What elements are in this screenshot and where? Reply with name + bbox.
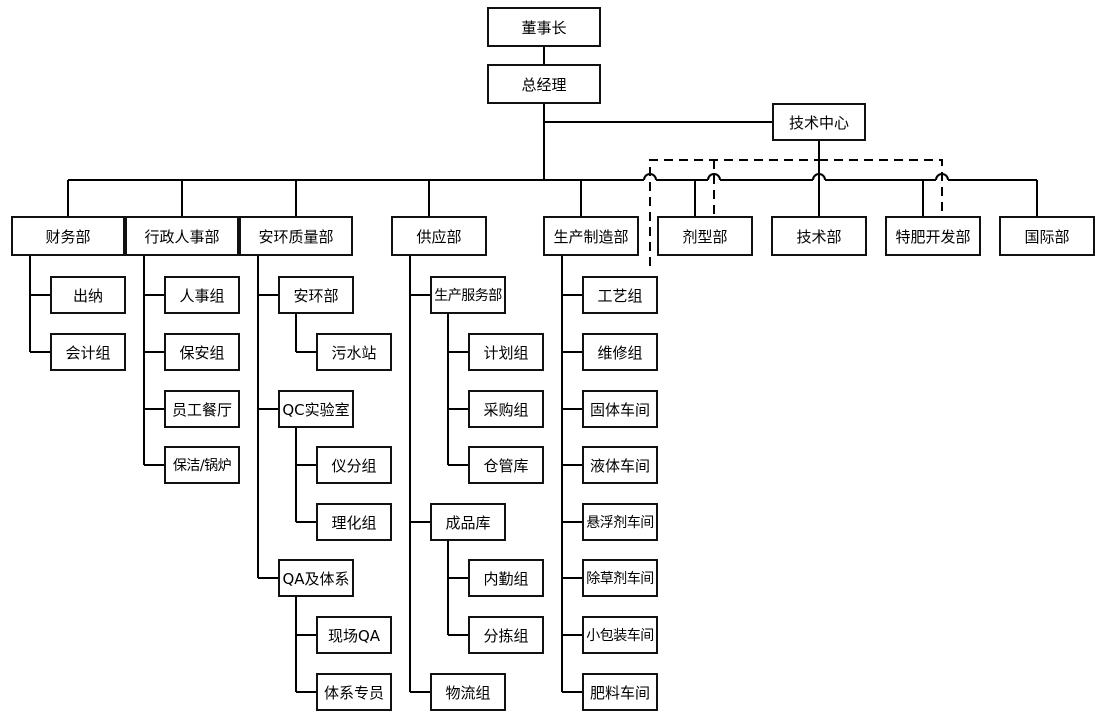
production-unit-box: 悬浮剂车间: [582, 503, 658, 541]
supply-group-box-label: 成品库: [445, 513, 491, 532]
safety-quality-unit-box: 体系专员: [316, 673, 392, 711]
production-unit-box: 肥料车间: [582, 673, 658, 711]
production-unit-box-label: 液体车间: [589, 456, 650, 475]
admin-hr-unit-box-label: 员工餐厅: [171, 400, 232, 419]
general-manager-box-label: 总经理: [521, 75, 567, 94]
production-unit-box-label: 固体车间: [589, 400, 650, 419]
supply-unit-box-label: 内勤组: [483, 569, 529, 588]
admin-hr-dept-box: 行政人事部: [125, 216, 239, 256]
supply-group-box-label: 物流组: [445, 683, 491, 702]
safety-quality-unit-box-label: 现场QA: [327, 626, 381, 645]
safety-quality-unit-box: 污水站: [316, 333, 392, 371]
finance-dept-box: 财务部: [11, 216, 125, 256]
production-unit-box: 除草剂车间: [582, 559, 658, 597]
safety-quality-unit-box-label: 理化组: [331, 513, 377, 532]
production-unit-box: 小包装车间: [582, 616, 658, 654]
admin-hr-unit-box-label: 保安组: [179, 343, 225, 362]
formulation-dept-box-label: 剂型部: [682, 227, 728, 246]
formulation-dept-box: 剂型部: [657, 216, 753, 256]
production-unit-box-label: 维修组: [597, 343, 643, 362]
supply-unit-box-label: 采购组: [483, 400, 529, 419]
safety-quality-dept-box: 安环质量部: [239, 216, 353, 256]
supply-group-box: 成品库: [430, 503, 506, 541]
safety-quality-unit-box: 仪分组: [316, 446, 392, 484]
admin-hr-unit-box: 员工餐厅: [164, 390, 240, 428]
general-manager-box: 总经理: [487, 64, 601, 104]
safety-quality-group-box: QC实验室: [278, 390, 354, 428]
safety-quality-unit-box: 现场QA: [316, 616, 392, 654]
line-hop: [707, 173, 721, 181]
special-fertilizer-dept-box: 特肥开发部: [885, 216, 981, 256]
tech-center-box-label: 技术中心: [788, 113, 849, 132]
supply-unit-box-label: 计划组: [483, 343, 529, 362]
production-unit-box: 维修组: [582, 333, 658, 371]
production-unit-box: 固体车间: [582, 390, 658, 428]
safety-quality-unit-box: 理化组: [316, 503, 392, 541]
safety-quality-group-box-label: QA及体系: [282, 569, 350, 588]
production-dept-box-label: 生产制造部: [553, 227, 629, 246]
accounting-group-box-label: 会计组: [65, 343, 111, 362]
safety-quality-group-box: 安环部: [278, 276, 354, 314]
production-unit-box-label: 工艺组: [597, 286, 643, 305]
finance-dept-box-label: 财务部: [45, 227, 91, 246]
supply-unit-box-label: 仓管库: [483, 456, 529, 475]
supply-unit-box: 仓管库: [468, 446, 544, 484]
dashed-connector: [819, 159, 943, 216]
supply-unit-box: 分拣组: [468, 616, 544, 654]
dashed-connector: [649, 141, 820, 270]
production-unit-box-label: 悬浮剂车间: [586, 515, 654, 531]
cashier-box: 出纳: [50, 276, 126, 314]
production-unit-box: 工艺组: [582, 276, 658, 314]
safety-quality-unit-box-label: 体系专员: [323, 683, 384, 702]
chairman-box-label: 董事长: [521, 18, 567, 37]
cashier-box-label: 出纳: [72, 286, 103, 305]
international-dept-box: 国际部: [999, 216, 1095, 256]
production-unit-box-label: 肥料车间: [589, 683, 650, 702]
admin-hr-unit-box-label: 人事组: [179, 286, 225, 305]
supply-unit-box: 计划组: [468, 333, 544, 371]
production-unit-box-label: 除草剂车间: [586, 571, 654, 587]
safety-quality-group-box-label: 安环部: [293, 286, 339, 305]
technical-dept-box: 技术部: [771, 216, 867, 256]
supply-group-box: 生产服务部: [430, 276, 506, 314]
supply-unit-box-label: 分拣组: [483, 626, 529, 645]
supply-unit-box: 采购组: [468, 390, 544, 428]
production-unit-box-label: 小包装车间: [586, 628, 654, 644]
supply-unit-box: 内勤组: [468, 559, 544, 597]
admin-hr-unit-box-label: 保洁/锅炉: [172, 458, 232, 474]
safety-quality-group-box: QA及体系: [278, 559, 354, 597]
admin-hr-dept-box-label: 行政人事部: [144, 227, 220, 246]
safety-quality-unit-box-label: 污水站: [331, 343, 377, 362]
technical-dept-box-label: 技术部: [796, 227, 842, 246]
admin-hr-unit-box: 保洁/锅炉: [164, 446, 240, 484]
supply-group-box: 物流组: [430, 673, 506, 711]
supply-dept-box-label: 供应部: [416, 227, 462, 246]
safety-quality-dept-box-label: 安环质量部: [258, 227, 334, 246]
supply-group-box-label: 生产服务部: [434, 288, 502, 304]
line-hop: [812, 173, 826, 181]
chairman-box: 董事长: [487, 7, 601, 47]
accounting-group-box: 会计组: [50, 333, 126, 371]
tech-center-box: 技术中心: [772, 103, 866, 141]
safety-quality-unit-box-label: 仪分组: [331, 456, 377, 475]
supply-dept-box: 供应部: [391, 216, 487, 256]
production-dept-box: 生产制造部: [543, 216, 639, 256]
safety-quality-group-box-label: QC实验室: [282, 400, 350, 419]
admin-hr-unit-box: 保安组: [164, 333, 240, 371]
special-fertilizer-dept-box-label: 特肥开发部: [895, 227, 971, 246]
international-dept-box-label: 国际部: [1024, 227, 1070, 246]
production-unit-box: 液体车间: [582, 446, 658, 484]
admin-hr-unit-box: 人事组: [164, 276, 240, 314]
